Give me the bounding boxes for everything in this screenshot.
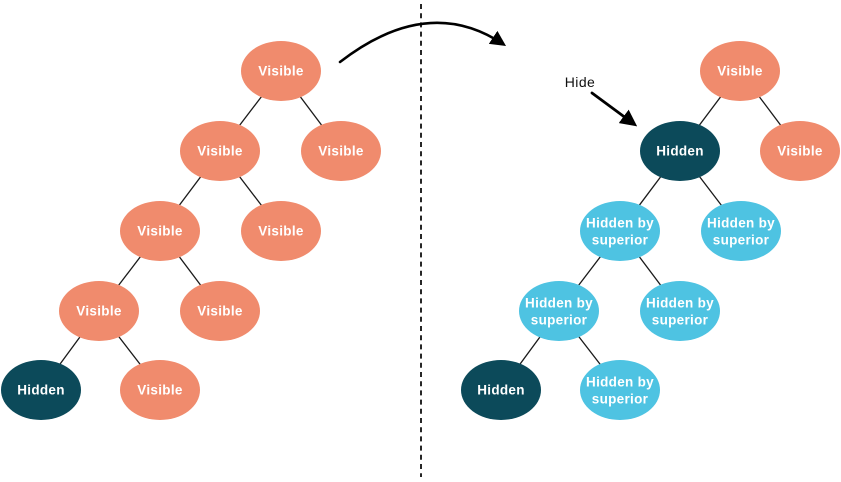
node-hidden-by-superior bbox=[580, 360, 660, 420]
node-visible bbox=[760, 121, 840, 181]
node-hidden bbox=[461, 360, 541, 420]
node-hidden bbox=[1, 360, 81, 420]
node-label: Visible bbox=[76, 304, 122, 319]
node-label: Visible bbox=[717, 64, 763, 79]
node-visible bbox=[59, 281, 139, 341]
node-visible bbox=[301, 121, 381, 181]
node-label: Hidden bbox=[17, 383, 65, 398]
node-hidden-by-superior bbox=[580, 201, 660, 261]
node-label: Hidden bbox=[477, 383, 525, 398]
node-visible bbox=[180, 121, 260, 181]
node-label: Visible bbox=[197, 304, 243, 319]
node-label: Visible bbox=[197, 144, 243, 159]
hide-annotation-label: Hide bbox=[565, 74, 595, 90]
hide-pointer-arrow bbox=[590, 91, 638, 127]
node-visible bbox=[700, 41, 780, 101]
node-label: Visible bbox=[258, 64, 304, 79]
node-visible bbox=[241, 201, 321, 261]
node-label: Visible bbox=[318, 144, 364, 159]
node-visible bbox=[241, 41, 321, 101]
node-visible bbox=[120, 360, 200, 420]
node-visible bbox=[120, 201, 200, 261]
node-label: Hidden bbox=[656, 144, 704, 159]
node-hidden-by-superior bbox=[701, 201, 781, 261]
node-label: Visible bbox=[258, 224, 304, 239]
node-visible bbox=[180, 281, 260, 341]
node-hidden-by-superior bbox=[519, 281, 599, 341]
node-label: Visible bbox=[137, 224, 183, 239]
node-hidden bbox=[640, 121, 720, 181]
node-hidden-by-superior bbox=[640, 281, 720, 341]
node-label: Visible bbox=[777, 144, 823, 159]
transform-arrow bbox=[338, 21, 507, 64]
node-label: Visible bbox=[137, 383, 183, 398]
